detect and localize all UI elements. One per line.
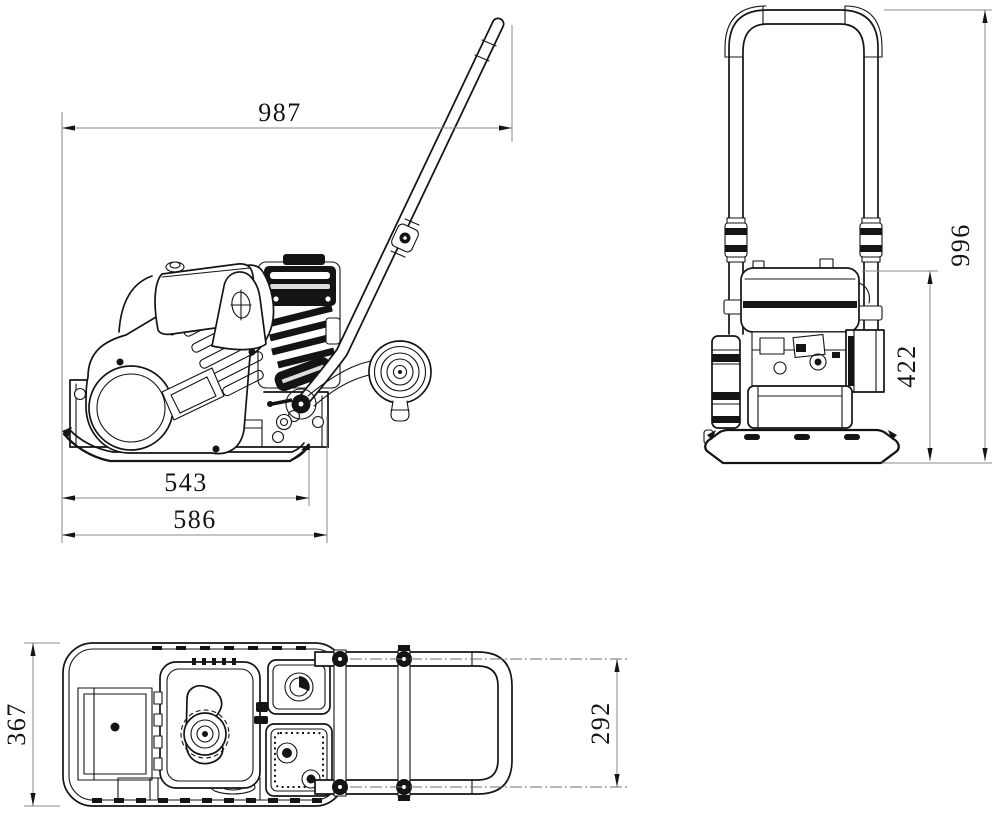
arrowhead [62, 125, 75, 131]
rear-view: 996 422 [703, 5, 992, 465]
transport-wheel [307, 340, 432, 422]
arrowhead [62, 532, 75, 538]
overall-height-label: 996 [946, 223, 975, 267]
fuel-tank-rear [740, 258, 871, 333]
dimension-overall-length: 987 [62, 98, 512, 131]
rear-view-dimensions: 996 422 [862, 9, 992, 464]
dimension-handle-width: 292 [586, 659, 620, 787]
rear-body [703, 258, 900, 465]
arrowhead [927, 448, 933, 461]
grip-sleeve [724, 5, 767, 58]
grip-seam [481, 39, 497, 47]
recoil-cover-edge [118, 275, 153, 333]
belt-guard-rear [747, 385, 853, 429]
arrowhead [30, 643, 36, 656]
grip-sleeve [844, 5, 883, 58]
handle-bar-side [296, 17, 505, 408]
base-plate-rear [704, 428, 900, 465]
lifting-bracket [211, 271, 267, 351]
arrowhead [296, 495, 309, 501]
dimension-base-total-length: 586 [62, 505, 327, 538]
overall-length-label: 987 [258, 98, 302, 127]
body-height-label: 422 [892, 344, 921, 388]
dimension-machine-width: 367 [2, 643, 36, 806]
arrowhead [982, 10, 988, 23]
air-filter-rear [845, 329, 885, 393]
arrowhead [499, 125, 512, 131]
arrowhead [614, 774, 620, 787]
engine-side [257, 254, 341, 392]
base-flat-length-label: 543 [164, 468, 208, 497]
handle-joint [390, 218, 420, 258]
handle-top [314, 645, 628, 801]
starter-wheel [180, 709, 230, 759]
handle-coupler-right [859, 217, 883, 263]
recoil-starter-top [153, 658, 261, 789]
air-filter-top [267, 659, 331, 715]
muffler-rear [703, 335, 741, 445]
dimension-body-height: 422 [892, 271, 933, 461]
handle-coupler-left [724, 217, 748, 263]
arrowhead [314, 532, 327, 538]
dimension-base-flat-length: 543 [62, 468, 309, 501]
grip-seam [474, 54, 490, 62]
machine-width-label: 367 [2, 702, 31, 746]
arrowhead [927, 271, 933, 284]
engine-rear [751, 331, 853, 391]
top-view-dimensions: 367 292 [2, 642, 620, 807]
dimension-overall-height: 996 [946, 10, 988, 461]
base-total-length-label: 586 [173, 505, 217, 534]
side-view-dimensions: 987 543 586 [61, 25, 513, 543]
arrowhead [982, 448, 988, 461]
top-view: 367 292 [2, 642, 628, 807]
side-view: 987 543 586 [61, 17, 513, 543]
arrowhead [62, 495, 75, 501]
arrowhead [30, 793, 36, 806]
handle-width-label: 292 [586, 701, 615, 745]
arrowhead [614, 659, 620, 672]
